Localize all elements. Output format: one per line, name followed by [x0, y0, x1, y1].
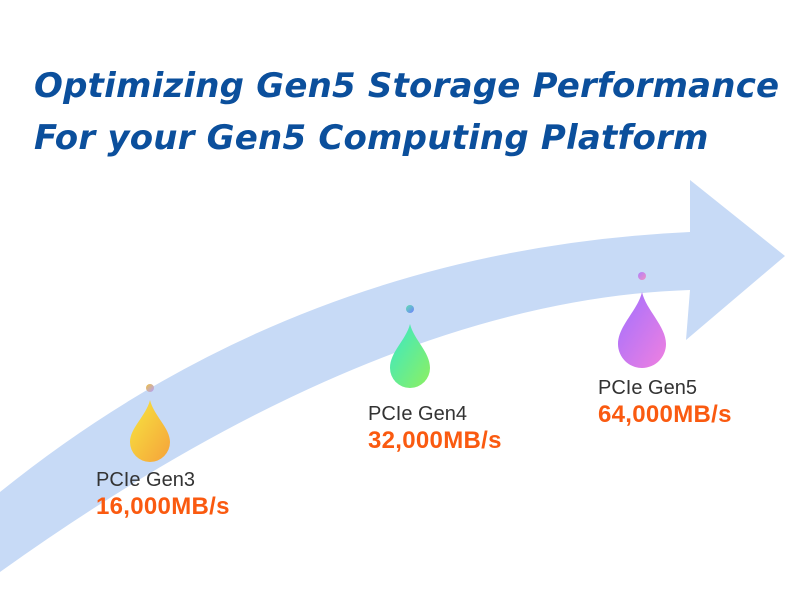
title-line-2: For your Gen5 Computing Platform: [34, 118, 709, 158]
gen5-dot: [638, 272, 646, 280]
gen4-droplet: [390, 324, 430, 388]
stage-gen4: PCIe Gen4 32,000MB/s: [368, 402, 502, 456]
gen4-drop-icon: [390, 305, 430, 388]
stage-gen3-label: PCIe Gen3: [96, 469, 195, 491]
gen4-dot: [406, 305, 414, 313]
stage-gen4-label: PCIe Gen4: [368, 403, 467, 425]
stage-gen4-speed: 32,000MB/s: [368, 427, 502, 454]
growth-arrow-shape: [0, 180, 785, 572]
title-line-1: Optimizing Gen5 Storage Performance: [34, 66, 780, 106]
stage-gen5-speed: 64,000MB/s: [598, 401, 732, 428]
stage-gen5-label: PCIe Gen5: [598, 377, 697, 399]
gen3-drop-icon: [130, 384, 170, 462]
gen5-droplet: [618, 292, 666, 368]
stage-gen5: PCIe Gen5 64,000MB/s: [598, 376, 732, 430]
title-block: Optimizing Gen5 Storage Performance For …: [34, 60, 780, 164]
gen3-dot: [146, 384, 154, 392]
gen5-drop-icon: [618, 272, 666, 368]
gen3-droplet: [130, 400, 170, 462]
stage-gen3-speed: 16,000MB/s: [96, 493, 230, 520]
stage-gen3: PCIe Gen3 16,000MB/s: [96, 468, 230, 522]
